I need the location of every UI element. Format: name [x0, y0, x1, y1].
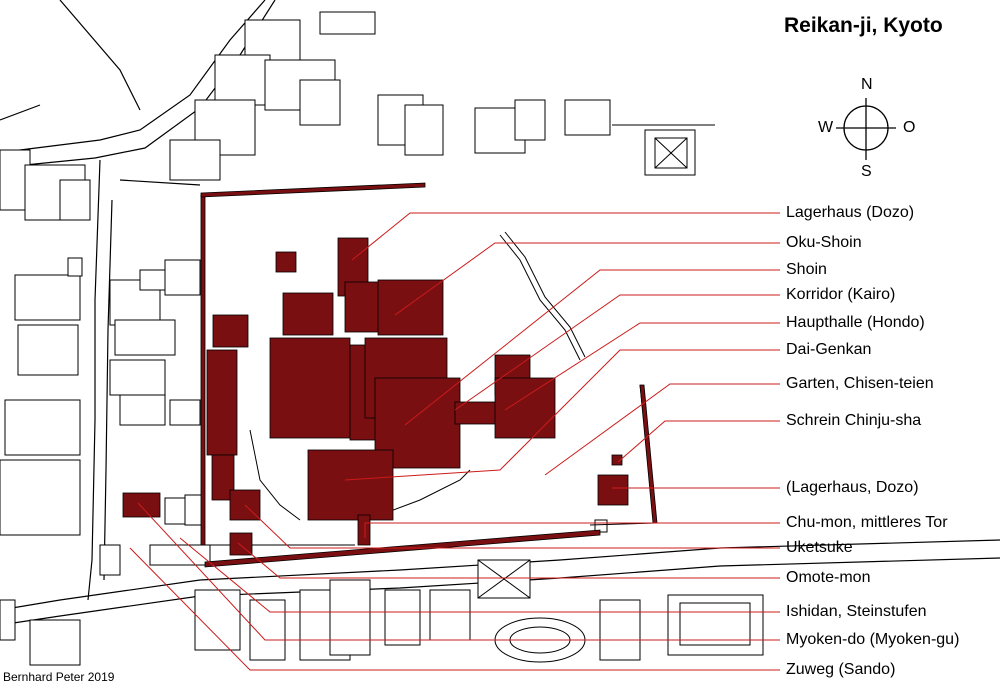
- shoin-building: [269, 337, 351, 439]
- legend-chu-mon: Chu-mon, mittleres Tor: [786, 514, 948, 531]
- compass-south: S: [861, 163, 872, 180]
- legend-shoin: Shoin: [786, 261, 827, 278]
- compass-west: W: [818, 119, 834, 136]
- legend-lagerhaus-2: (Lagerhaus, Dozo): [786, 479, 919, 496]
- legend-lagerhaus: Lagerhaus (Dozo): [786, 204, 915, 221]
- author-credit: Bernhard Peter 2019: [3, 670, 115, 684]
- legend-uketsuke: Uketsuke: [786, 539, 853, 556]
- legend-oku-shoin: Oku-Shoin: [786, 234, 862, 251]
- temple-buildings: [122, 237, 629, 556]
- oku-shoin-building: [377, 279, 444, 336]
- legend-zuweg: Zuweg (Sando): [786, 661, 896, 678]
- chu-mon-gate: [357, 514, 371, 546]
- legend-dai-genkan: Dai-Genkan: [786, 341, 872, 358]
- legend-garten: Garten, Chisen-teien: [786, 375, 934, 392]
- legend-korridor: Korridor (Kairo): [786, 286, 896, 303]
- surrounding-buildings: [0, 11, 764, 666]
- leader-lines: [129, 212, 780, 671]
- compass-north: N: [861, 76, 873, 93]
- legend-omote-mon: Omote-mon: [786, 569, 871, 586]
- legend-myoken-do: Myoken-do (Myoken-gu): [786, 631, 960, 648]
- dai-genkan-building: [307, 449, 394, 521]
- compass-rose: [836, 98, 896, 160]
- legend-ishidan: Ishidan, Steinstufen: [786, 603, 927, 620]
- legend-haupthalle: Haupthalle (Hondo): [786, 314, 925, 331]
- shrine-building: [494, 377, 556, 439]
- legend-schrein: Schrein Chinju-sha: [786, 412, 922, 429]
- lagerhaus-dozo-2: [597, 474, 629, 506]
- compass-east: O: [903, 119, 916, 136]
- map-title: Reikan-ji, Kyoto: [784, 14, 943, 37]
